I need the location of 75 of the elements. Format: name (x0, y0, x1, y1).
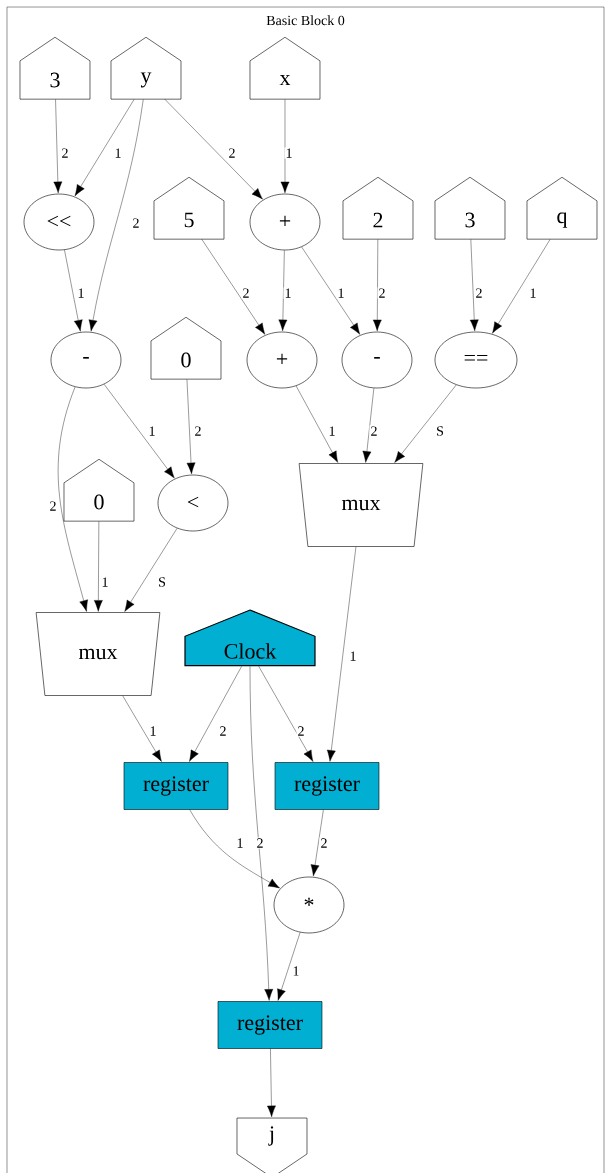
edge-label: 1 (235, 837, 245, 849)
arrow (372, 239, 382, 332)
output-box: j (236, 1117, 308, 1173)
arrow (64, 249, 83, 332)
arrow (326, 546, 357, 762)
arrow (201, 239, 266, 335)
edge-label: S (157, 576, 167, 588)
signal-box: 0 (150, 316, 222, 380)
cluster-title: Basic Block 0 (266, 15, 345, 26)
arrow (295, 385, 339, 463)
arrow (164, 98, 263, 200)
edge-label: 2 (241, 287, 251, 299)
edge-label: 2 (377, 287, 387, 299)
arrow (394, 384, 457, 463)
arrow (189, 809, 280, 889)
arrow (267, 1048, 276, 1118)
mux-trapezium: mux (298, 463, 424, 547)
register-box: register (123, 762, 229, 810)
edge-label: 1 (528, 287, 538, 299)
arrow (189, 666, 242, 762)
arrow (58, 386, 88, 612)
edge-label: 1 (291, 965, 301, 977)
arrow (186, 379, 196, 475)
signal-box: 0 (63, 458, 135, 522)
mux-trapezium: mux (35, 612, 161, 696)
signal-box: 5 (153, 176, 225, 240)
edge-label: 1 (100, 576, 110, 588)
arrow (362, 388, 375, 463)
arrow (277, 932, 301, 1001)
arrow (94, 521, 103, 612)
cluster-frame (6, 6, 605, 1173)
edge-label: S (435, 425, 445, 437)
edge-label: 1 (336, 287, 346, 299)
edge-label: 2 (131, 217, 141, 229)
edge-label: 2 (227, 147, 237, 159)
arrow (53, 99, 63, 194)
arrow (122, 695, 162, 762)
arrow (249, 666, 274, 1001)
signal-box: 3 (19, 36, 91, 100)
edge-label: 1 (283, 287, 293, 299)
edge-label: 2 (193, 425, 203, 437)
arrow (103, 384, 175, 479)
edge-label: 1 (284, 147, 294, 159)
signal-box: q (526, 176, 598, 240)
signal-box: 2 (342, 176, 414, 240)
edge-label: 1 (76, 287, 86, 299)
arrow (469, 239, 479, 332)
edge-label: 1 (147, 425, 157, 437)
edge-label: 1 (113, 147, 123, 159)
signal-box: 3 (434, 176, 506, 240)
edge-label: 1 (348, 650, 358, 662)
edge-label: 2 (218, 725, 228, 737)
arrow (74, 99, 135, 197)
signal-box: y (110, 36, 182, 100)
edge-label: 2 (319, 837, 329, 849)
signal-box: x (249, 36, 321, 100)
arrow (280, 99, 290, 194)
edge-label: 2 (296, 725, 306, 737)
register-box: register (217, 1001, 323, 1049)
register-box: register (274, 762, 380, 810)
arrow (310, 809, 324, 877)
arrow (258, 665, 314, 762)
clock-box: Clock (184, 609, 316, 667)
edge-label: 2 (474, 287, 484, 299)
edge-label: 2 (369, 425, 379, 437)
arrow (278, 250, 288, 332)
arrow (301, 246, 361, 335)
edge-label: 2 (255, 837, 265, 849)
arrow (124, 528, 178, 612)
edge-label: 1 (148, 725, 158, 737)
edge-label: 2 (60, 147, 70, 159)
edge-label: 2 (48, 500, 58, 512)
arrow (88, 99, 144, 332)
arrow (492, 239, 551, 334)
edge-label: 1 (327, 425, 337, 437)
